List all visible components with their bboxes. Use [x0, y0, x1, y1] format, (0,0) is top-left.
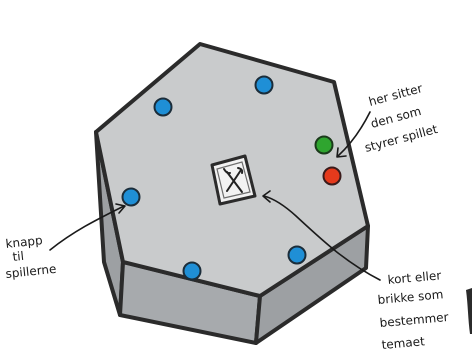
edge-object: [466, 288, 472, 334]
annotation-player-buttons: knapp til spillerne: [5, 233, 57, 281]
arrow-center-card: [263, 195, 381, 281]
annotation-line: kort eller: [387, 268, 442, 287]
crossed-cutlery-icon: [223, 167, 244, 193]
annotation-line: bestemmer: [379, 310, 449, 330]
annotation-line: temaet: [381, 334, 426, 352]
green-button[interactable]: [314, 135, 334, 155]
annotation-line: spillerne: [5, 262, 57, 281]
annotation-line: til: [12, 249, 25, 264]
player-button[interactable]: [254, 75, 274, 95]
red-button[interactable]: [322, 166, 342, 186]
player-buttons: [121, 75, 307, 281]
player-button[interactable]: [121, 187, 141, 207]
player-button[interactable]: [182, 261, 202, 281]
center-card[interactable]: [210, 154, 257, 206]
annotation-line: brikke som: [377, 287, 444, 307]
annotation-center-card: kort eller brikke som bestemmer temaet: [377, 268, 449, 352]
arrow-game-master: [337, 111, 371, 157]
player-button[interactable]: [287, 245, 307, 265]
arrow-player-button: [49, 205, 125, 251]
annotation-game-master: her sitter den som styrer spillet: [363, 81, 439, 155]
annotation-line: knapp: [5, 233, 43, 251]
annotation-arrows: [49, 111, 381, 281]
player-button[interactable]: [153, 97, 173, 117]
